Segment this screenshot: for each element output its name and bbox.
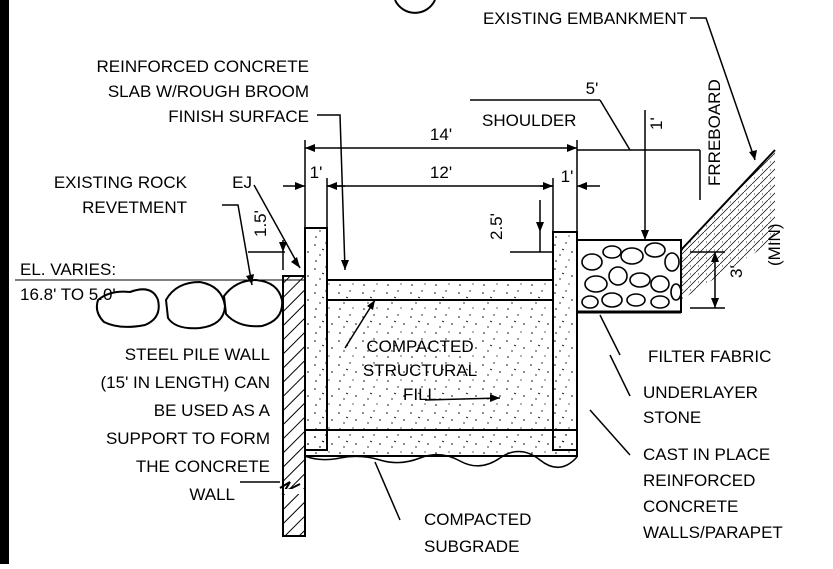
label-underlayer-2: STONE — [643, 408, 701, 427]
pile-break-mask — [284, 489, 304, 494]
left-concrete-wall — [304, 227, 328, 451]
label-min: (MIN) — [765, 224, 784, 266]
base-slab — [304, 429, 578, 457]
dim-freeboard: 1' — [647, 117, 666, 130]
detail-callout-circle — [394, 0, 436, 14]
pile-break — [279, 481, 301, 495]
label-ej: EJ — [232, 173, 252, 192]
label-subgrade-1: COMPACTED — [424, 510, 531, 529]
stone-cluster — [581, 242, 682, 309]
label-existing-embankment: EXISTING EMBANKMENT — [483, 9, 687, 28]
structural-fill — [326, 299, 554, 431]
label-cast-2: REINFORCED — [643, 471, 755, 490]
label-pile-1: STEEL PILE WALL — [125, 345, 270, 364]
label-pile-4: SUPPORT TO FORM — [106, 429, 270, 448]
label-el-2: 16.8' TO 5.0' — [20, 285, 116, 304]
label-pile-6: WALL — [189, 485, 235, 504]
label-cast-3: CONCRETE — [643, 497, 738, 516]
label-cast-4: WALLS/PARAPET — [643, 523, 783, 542]
frame-border — [0, 0, 9, 564]
label-cast-1: CAST IN PLACE — [643, 445, 770, 464]
embankment-hatch — [681, 150, 775, 300]
label-el-1: EL. VARIES: — [20, 260, 116, 279]
label-fill-3: FILL — [403, 385, 437, 404]
label-slab-1: REINFORCED CONCRETE — [96, 57, 309, 76]
label-freeboard: FRREBOARD — [705, 79, 724, 186]
label-existing-rock-2: REVETMENT — [82, 198, 187, 217]
label-shoulder: SHOULDER — [482, 111, 576, 130]
subgrade-line — [304, 450, 578, 468]
dim-5: 5' — [586, 79, 599, 98]
dim-14: 14' — [430, 125, 452, 144]
dim-3: 3' — [727, 265, 746, 278]
label-underlayer-1: UNDERLAYER — [643, 383, 758, 402]
top-slab — [326, 279, 554, 301]
dim-12: 12' — [430, 163, 452, 182]
label-pile-3: BE USED AS A — [154, 401, 271, 420]
label-subgrade-2: SUBGRADE — [424, 537, 519, 556]
label-pile-5: THE CONCRETE — [136, 457, 270, 476]
dim-1-5: 1.5' — [251, 210, 270, 237]
label-fill-1: COMPACTED — [366, 337, 473, 356]
rock-revetment — [95, 278, 284, 330]
dim-2-5: 2.5' — [487, 213, 506, 240]
label-filter-fabric: FILTER FABRIC — [648, 347, 771, 366]
right-concrete-wall — [552, 231, 578, 451]
steel-pile-wall — [282, 275, 306, 537]
dim-1-right: 1' — [561, 167, 574, 186]
label-fill-2: STRUCTURAL — [363, 361, 477, 380]
dim-1-left: 1' — [310, 163, 323, 182]
label-pile-2: (15' IN LENGTH) CAN — [101, 373, 271, 392]
label-existing-rock-1: EXISTING ROCK — [54, 173, 188, 192]
label-slab-2: SLAB W/ROUGH BROOM — [108, 82, 309, 101]
label-slab-3: FINISH SURFACE — [168, 107, 309, 126]
